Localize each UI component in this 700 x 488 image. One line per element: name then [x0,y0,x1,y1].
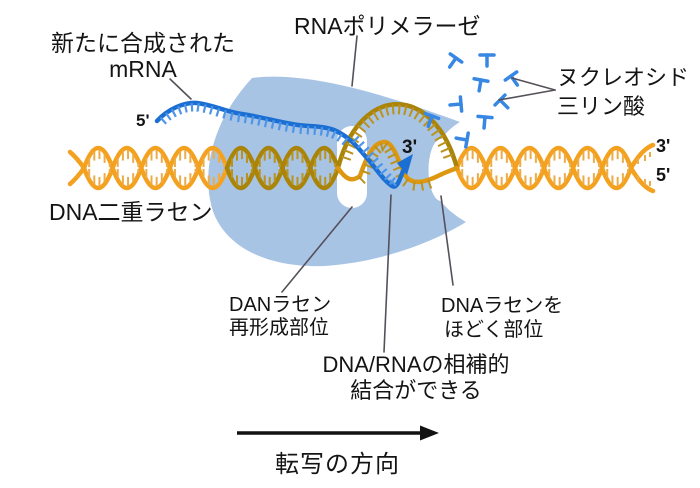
leader-lines [169,35,556,353]
label-new-mrna: 新たに合成された mRNA [42,30,244,82]
label-helix-unwind-line1: DNAラセンを [441,295,564,317]
label-transcription-direction: 転写の方向 [275,451,400,478]
label-dna-double-helix: DNA二重ラセン [49,199,213,225]
rna-three-prime-label: 3' [402,137,418,158]
dna-three-prime-label: 3' [656,136,671,156]
label-rna-polymerase: RNAポリメラーゼ [294,13,481,39]
label-helix-unwind-line2: ほどく部位 [444,319,544,341]
label-nucleoside-line2: 三リン酸 [557,94,646,119]
label-pairing-line2: 結合ができる [350,378,482,403]
label-helix-reform-line1: DANラセン [229,294,332,316]
transcription-direction-arrow [237,425,439,441]
label-helix-reform-line2: 再形成部位 [229,317,329,339]
label-helix-unwind-site: DNAラセンを ほどく部位 [441,294,563,342]
nucleoside-triphosphate-icons [423,52,520,149]
nucleotide-icon [423,111,441,129]
label-new-mrna-line1: 新たに合成された [51,30,235,56]
nucleotide-icon [448,95,464,113]
nucleotide-icon [478,53,496,68]
dna-five-prime-label: 5' [656,165,671,185]
label-nucleoside-line1: ヌクレオシド [557,65,690,90]
nucleotide-icon [476,114,494,130]
label-dna-rna-pairing: DNA/RNAの相補的 結合ができる [303,352,529,404]
dna-double-helix-strands [67,142,656,194]
label-helix-reform-site: DANラセン 再形成部位 [229,294,331,340]
nucleotide-icon [454,131,470,149]
mrna-strand [154,100,413,189]
label-new-mrna-line2: mRNA [109,56,177,82]
nucleotide-icon [472,77,490,93]
mrna-five-prime-label: 5' [136,111,150,130]
nucleotide-icon [447,52,464,69]
label-pairing-line1: DNA/RNAの相補的 [322,352,510,377]
label-nucleoside-triphosphate: ヌクレオシド 三リン酸 [557,63,689,121]
